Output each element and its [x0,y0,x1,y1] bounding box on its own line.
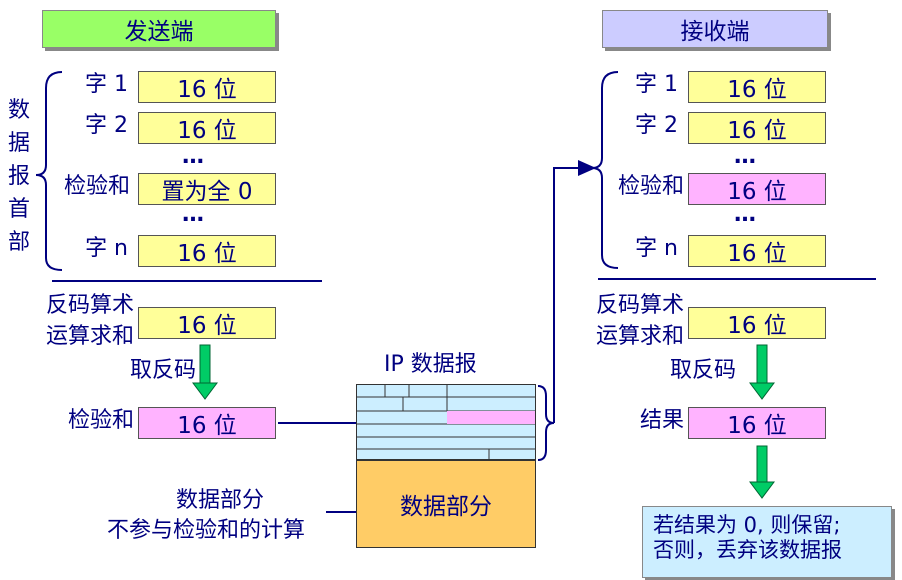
receiver-word1-label: 字 1 [635,72,678,97]
receiver-invert-green-arrow [749,344,775,400]
receiver-wordn-label: 字 n [635,236,678,261]
receiver-checksum-row-label: 检验和 [617,174,684,199]
sender-title: 发送端 [42,10,276,48]
sender-sum-label-2: 运算求和 [45,324,134,349]
receiver-word2-label: 字 2 [635,113,678,138]
receiver-decision-box: 若结果为 0, 则保留; 否则，丢弃该数据报 [642,506,892,578]
sender-ellipsis-1: … [182,144,205,169]
sender-word1-label: 字 1 [85,72,128,97]
decision-line-1: 若结果为 0, 则保留; [653,513,841,537]
header-char: 部 [7,230,30,255]
sender-checksum-zero-field: 置为全 0 [138,173,276,205]
result-green-arrow [749,445,775,499]
datagram-header-brace [537,385,555,461]
datagram-title: IP 数据报 [384,352,477,377]
receiver-title: 接收端 [602,10,828,48]
receiver-invert-label: 取反码 [670,358,737,383]
receiver-checksum-field: 16 位 [688,173,826,205]
sender-word1-field: 16 位 [138,71,276,103]
decision-line-2: 否则，丢弃该数据报 [653,538,842,563]
sender-checksum-field: 16 位 [138,407,276,439]
sender-wordn-label: 字 n [85,236,128,261]
receiver-sum-label-2: 运算求和 [595,324,684,349]
sender-invert-label: 取反码 [130,358,197,383]
receiver-ellipsis-1: … [734,144,757,169]
datagram-header-grid [357,385,535,459]
sender-checksum-label: 检验和 [67,408,134,433]
sender-sum-label-1: 反码算术 [45,293,134,318]
receiver-sum-label-1: 反码算术 [595,293,684,318]
sender-invert-green-arrow [192,344,218,400]
sender-header-brace [35,71,63,271]
receiver-result-label: 结果 [639,408,684,433]
header-char: 数 [7,98,30,123]
data-note-1: 数据部分 [175,488,264,513]
header-char: 据 [7,131,30,156]
datagram-header [356,384,536,460]
data-note-2: 不参与检验和的计算 [106,518,305,543]
receiver-word2-field: 16 位 [688,112,826,144]
sender-ellipsis-2: … [182,202,205,227]
receiver-sum-field: 16 位 [688,307,826,339]
sender-word2-field: 16 位 [138,112,276,144]
receiver-wordn-field: 16 位 [688,235,826,267]
sender-header-vertical-label: 数 据 报 首 部 [6,94,32,259]
header-char: 报 [7,164,30,189]
sender-wordn-field: 16 位 [138,235,276,267]
receiver-ellipsis-2: … [734,202,757,227]
sender-sum-field: 16 位 [138,307,276,339]
sender-checksum-row-label: 检验和 [63,174,130,199]
receiver-result-field: 16 位 [688,407,826,439]
header-char: 首 [7,197,30,222]
transmit-arrow [553,160,596,423]
datagram-data-part: 数据部分 [356,460,536,548]
sender-word2-label: 字 2 [85,113,128,138]
receiver-word1-field: 16 位 [688,71,826,103]
